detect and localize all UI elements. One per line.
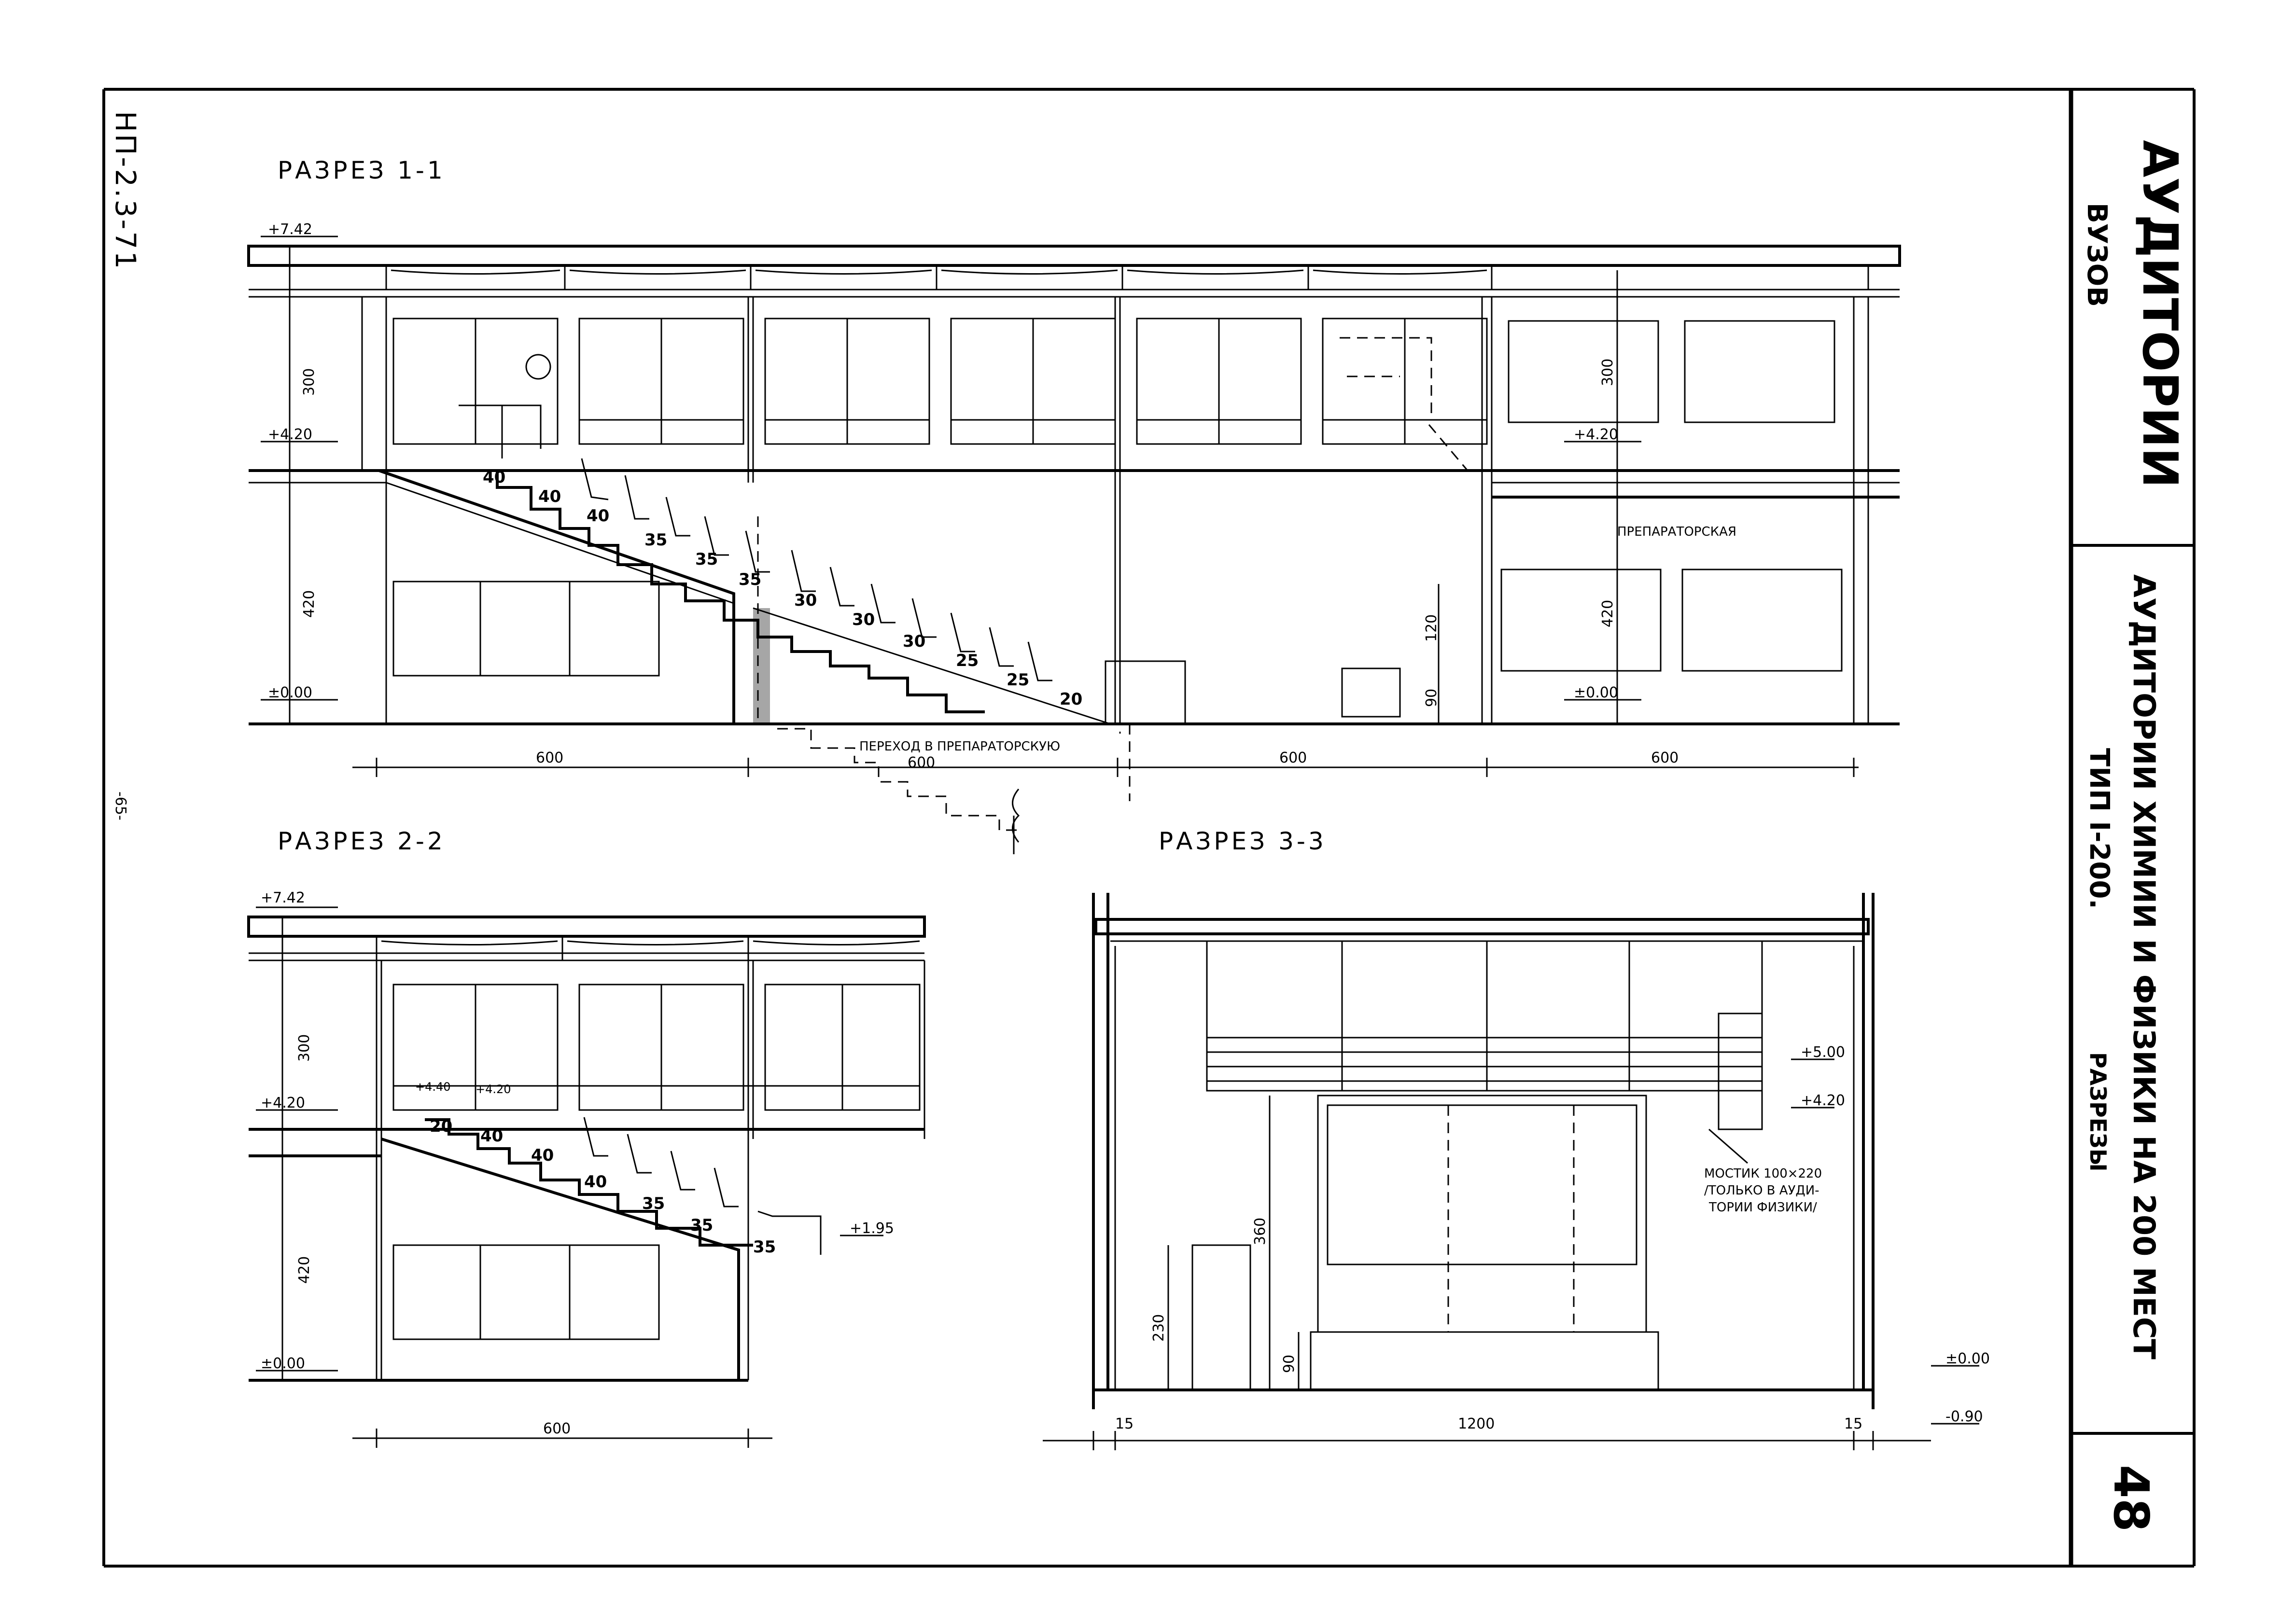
section-3-label: РАЗРЕЗ 3-3: [1159, 827, 1327, 855]
svg-text:ТОРИИ ФИЗИКИ/: ТОРИИ ФИЗИКИ/: [1708, 1200, 1817, 1215]
svg-text:30: 30: [852, 610, 875, 629]
svg-text:+4.20: +4.20: [1574, 426, 1618, 443]
svg-text:+4.20: +4.20: [476, 1083, 511, 1096]
svg-text:420: 420: [1599, 600, 1616, 627]
svg-text:+5.00: +5.00: [1801, 1044, 1845, 1061]
svg-text:1200: 1200: [1458, 1416, 1495, 1432]
sheet-number: 48: [2103, 1465, 2159, 1532]
svg-text:-0.90: -0.90: [1945, 1408, 1983, 1425]
svg-text:+4.40: +4.40: [415, 1080, 451, 1094]
svg-text:40: 40: [531, 1146, 554, 1165]
svg-text:-65-: -65-: [112, 791, 129, 820]
sheet-frame: [102, 88, 2196, 1568]
level-marks-3: +5.00 +4.20 ±0.00 -0.90: [1791, 1044, 1990, 1425]
span-dims-2: 600: [352, 1420, 772, 1448]
upper-windows-1: [392, 318, 1835, 445]
svg-text:90: 90: [1281, 1355, 1298, 1373]
title-block: АУДИТОРИИ ВУЗОВ АУДИТОРИИ ХИМИИ И ФИЗИКИ…: [2081, 140, 2188, 1532]
title-main: АУДИТОРИИ: [2132, 140, 2188, 488]
svg-text:360: 360: [1252, 1218, 1269, 1245]
svg-text:35: 35: [753, 1237, 776, 1257]
svg-text:НП-2.3-71: НП-2.3-71: [109, 111, 142, 271]
section-2-2: РАЗРЕЗ 2-2 20 40 40 40 35 35 35 +7.42: [247, 827, 926, 1448]
svg-text:90: 90: [1423, 689, 1440, 707]
svg-text:420: 420: [296, 1256, 313, 1284]
svg-text:+1.95: +1.95: [850, 1220, 894, 1237]
prep-room-label: ПРЕПАРАТОРСКАЯ: [1617, 525, 1736, 539]
svg-text:600: 600: [908, 754, 935, 771]
svg-text:600: 600: [543, 1420, 571, 1437]
svg-text:300: 300: [1599, 359, 1616, 386]
svg-text:230: 230: [1150, 1314, 1167, 1342]
svg-text:±0.00: ±0.00: [1945, 1350, 1990, 1367]
svg-text:+7.42: +7.42: [261, 889, 305, 906]
svg-text:20: 20: [430, 1117, 452, 1136]
svg-text:40: 40: [483, 468, 505, 487]
section-1-label: РАЗРЕЗ 1-1: [278, 156, 446, 184]
svg-text:30: 30: [794, 591, 817, 610]
svg-text:+4.20: +4.20: [1801, 1092, 1845, 1109]
svg-text:+7.42: +7.42: [268, 221, 312, 238]
sheet-code: НП-2.3-71: [109, 111, 142, 271]
svg-text:30: 30: [903, 632, 925, 651]
sheet-type: РАЗРЕЗЫ: [2085, 1052, 2111, 1171]
seat-step-labels-2: 20 40 40 40 35 35 35: [430, 1117, 776, 1257]
svg-text:35: 35: [642, 1194, 665, 1213]
seat-step-labels-1: 40 40 40 35 35 35 30 30 30 25 25 20: [483, 468, 1082, 709]
section-2-label: РАЗРЕЗ 2-2: [278, 827, 446, 855]
height-dims-2: 300 420: [281, 917, 313, 1380]
svg-text:40: 40: [584, 1172, 607, 1192]
svg-text:120: 120: [1423, 614, 1440, 642]
svg-text:420: 420: [301, 590, 318, 618]
svg-text:40: 40: [587, 506, 609, 526]
span-dims-3: 15 1200 15: [1043, 1416, 1931, 1450]
page-number: -65-: [112, 791, 129, 820]
height-dims-3: 360 230 90: [1150, 1096, 1300, 1390]
svg-text:600: 600: [1279, 750, 1307, 766]
svg-text:35: 35: [644, 530, 667, 550]
project-name: АУДИТОРИИ ХИМИИ И ФИЗИКИ НА 200 МЕСТ: [2127, 574, 2162, 1360]
svg-text:25: 25: [1007, 670, 1029, 690]
svg-text:300: 300: [301, 368, 318, 396]
span-dims-1: 600 600 600 600: [352, 750, 1859, 777]
svg-text:20: 20: [1060, 690, 1082, 709]
svg-text:/ТОЛЬКО В АУДИ-: /ТОЛЬКО В АУДИ-: [1704, 1183, 1819, 1198]
bridge-note: МОСТИК 100×220 /ТОЛЬКО В АУДИ- ТОРИИ ФИЗ…: [1704, 1128, 1822, 1215]
svg-text:300: 300: [296, 1034, 313, 1062]
passage-label: ПЕРЕХОД В ПРЕПАРАТОРСКУЮ: [859, 739, 1060, 754]
title-sub: ВУЗОВ: [2081, 203, 2113, 307]
section-1-1: РАЗРЕЗ 1-1: [247, 156, 1901, 854]
svg-text:40: 40: [480, 1126, 503, 1146]
svg-text:35: 35: [695, 550, 718, 569]
svg-text:35: 35: [690, 1216, 713, 1235]
svg-text:МОСТИК 100×220: МОСТИК 100×220: [1704, 1166, 1822, 1181]
svg-text:15: 15: [1115, 1416, 1134, 1432]
project-type: ТИП I-200.: [2084, 748, 2115, 909]
height-dims-1: 300 420 120 90 300 420: [289, 246, 1618, 724]
svg-text:15: 15: [1844, 1416, 1862, 1432]
svg-text:600: 600: [1651, 750, 1679, 766]
svg-text:40: 40: [538, 487, 561, 506]
svg-text:600: 600: [536, 750, 563, 766]
svg-text:25: 25: [956, 651, 979, 670]
svg-text:35: 35: [739, 570, 761, 589]
svg-text:±0.00: ±0.00: [1574, 684, 1618, 701]
section-3-3: РАЗРЕЗ 3-3 +5.00 +4.20 ±0.00 -0.90 360 2…: [1043, 827, 1990, 1450]
